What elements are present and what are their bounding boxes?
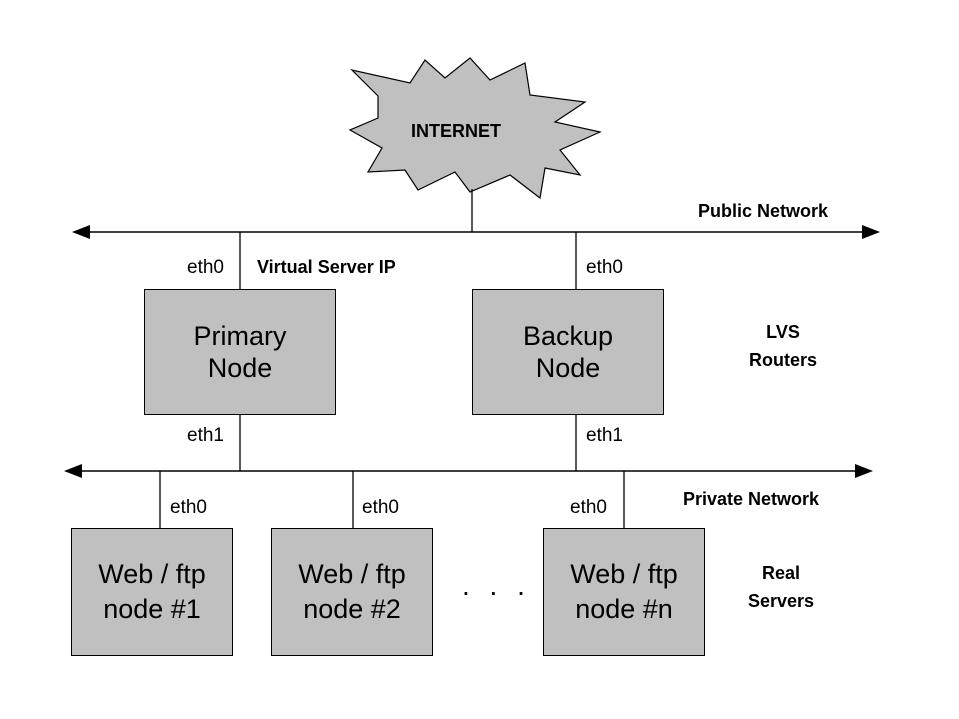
- server-node-n-line1: Web / ftp: [570, 558, 678, 589]
- server-node-n-line2: node #n: [575, 594, 673, 624]
- backup-eth0-label: eth0: [586, 257, 623, 278]
- backup-node-line2: Node: [535, 353, 601, 383]
- virtual-server-ip-label: Virtual Server IP: [257, 257, 396, 277]
- server-node-2-line2: node #2: [303, 594, 401, 624]
- private-network-left-arrow: [64, 464, 82, 478]
- real-servers-line1: Real: [761, 563, 801, 583]
- backup-eth1-label: eth1: [586, 425, 623, 446]
- server-node-1-line1: Web / ftp: [98, 558, 206, 589]
- public-network-right-arrow: [862, 225, 880, 239]
- real-servers-line2: Servers: [747, 590, 815, 611]
- lvs-routers-line1: LVS: [766, 322, 800, 342]
- public-network-label: Public Network: [698, 201, 829, 221]
- internet-label: INTERNET: [411, 121, 501, 141]
- server-node-1-box: Web / ftp node #1: [71, 528, 233, 656]
- server-node-2-box: Web / ftp node #2: [271, 528, 433, 656]
- public-network-left-arrow: [72, 225, 90, 239]
- real-servers-label: Real Servers: [733, 560, 829, 616]
- server-node-2-line1: Web / ftp: [298, 558, 406, 589]
- server-node-1-line2: node #1: [103, 594, 201, 624]
- primary-eth1-label: eth1: [187, 425, 224, 446]
- primary-node-line1: Primary: [193, 320, 287, 351]
- primary-eth0-label: eth0: [187, 257, 224, 278]
- server-node-n-box: Web / ftp node #n: [543, 528, 705, 656]
- internet-cloud-shape: [348, 57, 602, 200]
- server2-eth0-label: eth0: [362, 497, 399, 518]
- lvs-routers-label: LVS Routers: [735, 319, 831, 375]
- server1-eth0-label: eth0: [170, 497, 207, 518]
- servern-eth0-label: eth0: [570, 497, 607, 518]
- lvs-routers-line2: Routers: [748, 349, 817, 370]
- primary-node-box: Primary Node: [144, 289, 336, 415]
- private-network-right-arrow: [855, 464, 873, 478]
- primary-node-line2: Node: [207, 353, 273, 383]
- backup-node-line1: Backup: [522, 320, 614, 351]
- private-network-label: Private Network: [683, 489, 820, 509]
- backup-node-box: Backup Node: [472, 289, 664, 415]
- more-servers-ellipsis: . . .: [462, 570, 531, 601]
